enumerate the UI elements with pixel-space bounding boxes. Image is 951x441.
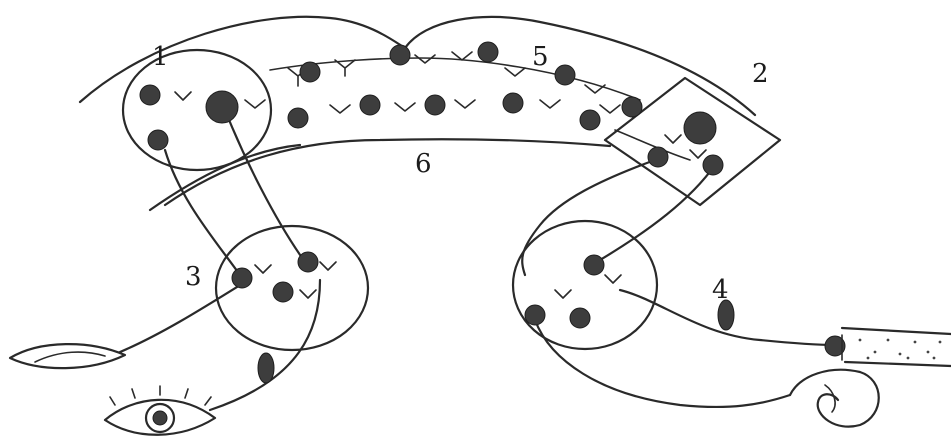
ganglion-left [258,353,274,383]
outer-arc-upper [80,17,755,115]
label-4: 4 [712,275,729,305]
inner-arc [165,139,610,205]
label-2: 2 [752,59,769,89]
neuron-cell-icon [140,42,845,356]
label-3: 3 [185,262,202,292]
chain-contour [270,58,640,100]
eye-icon [105,386,215,435]
region-circle-4 [513,221,657,349]
fiber-4-to-ear [535,320,790,407]
fiber-3-to-eye [210,280,320,410]
skin-receptor-icon [842,328,951,366]
ear-icon [790,370,879,427]
label-5: 5 [532,42,549,72]
label-1: 1 [152,42,169,72]
label-6: 6 [415,149,432,179]
closed-eye-icon [10,344,125,368]
fiber-3-to-eye-closed [120,282,245,352]
region-circle-1 [123,50,271,170]
fiber-2-to-4b [600,165,715,260]
